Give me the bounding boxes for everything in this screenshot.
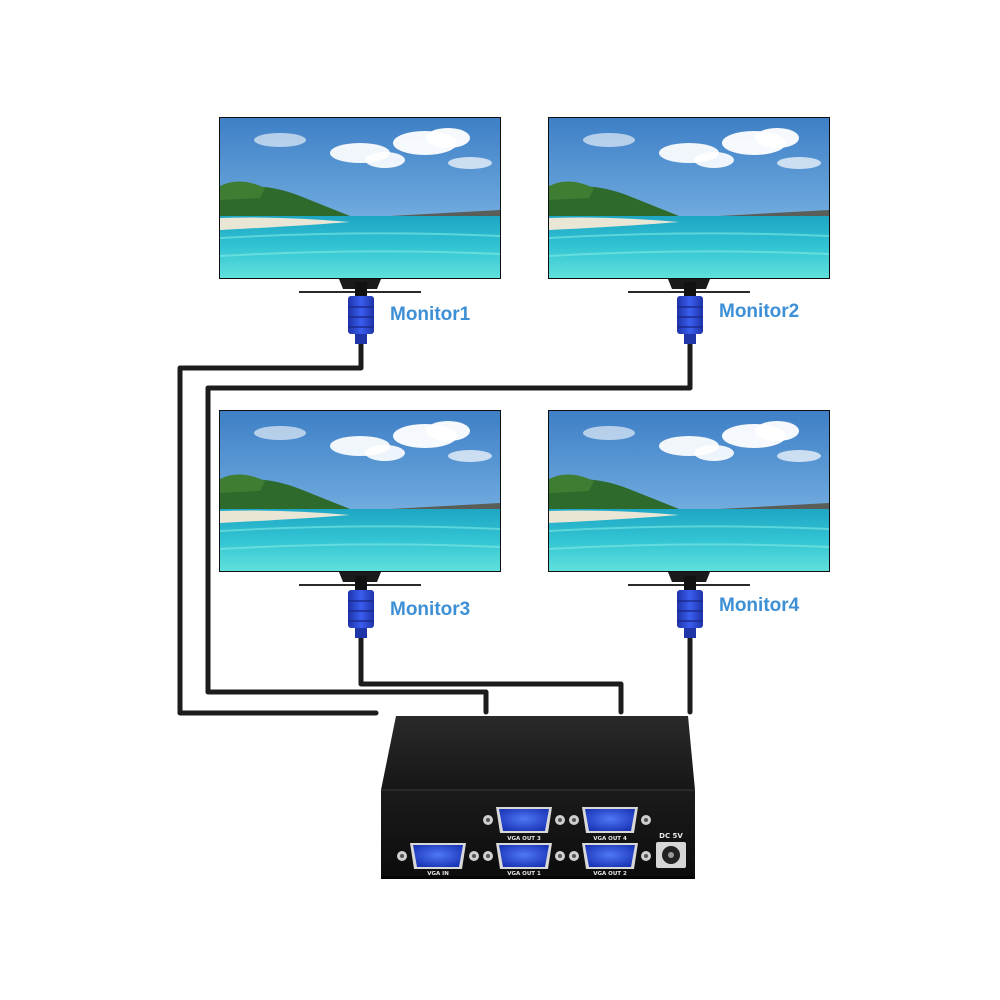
monitor-1 [219,117,501,293]
monitor2-label: Monitor2 [719,301,799,322]
vga-out-2-label: VGA OUT 2 [593,871,627,877]
cable-monitor3 [358,633,624,715]
vga-out-3-label: VGA OUT 3 [507,836,541,842]
monitor4-label: Monitor4 [719,595,800,616]
dc-power-jack [656,842,686,868]
cable-monitor2 [205,339,693,715]
monitor3-label: Monitor3 [390,599,470,620]
monitor-4 [548,410,830,586]
vga-out-1-label: VGA OUT 1 [507,871,541,877]
monitor-3 [219,410,501,586]
vga-out-4-label: VGA OUT 4 [593,836,627,842]
vga-splitter-box: VGA IN VGA OUT 1 VGA OUT 2 VGA OUT 3 VGA… [381,716,695,879]
monitor-2 [548,117,830,293]
cable-monitor1 [177,339,379,716]
dc-5v-label: DC 5V [659,832,683,840]
vga-cables [177,339,693,716]
vga-in-label: VGA IN [427,871,449,877]
monitor1-label: Monitor1 [390,304,471,325]
